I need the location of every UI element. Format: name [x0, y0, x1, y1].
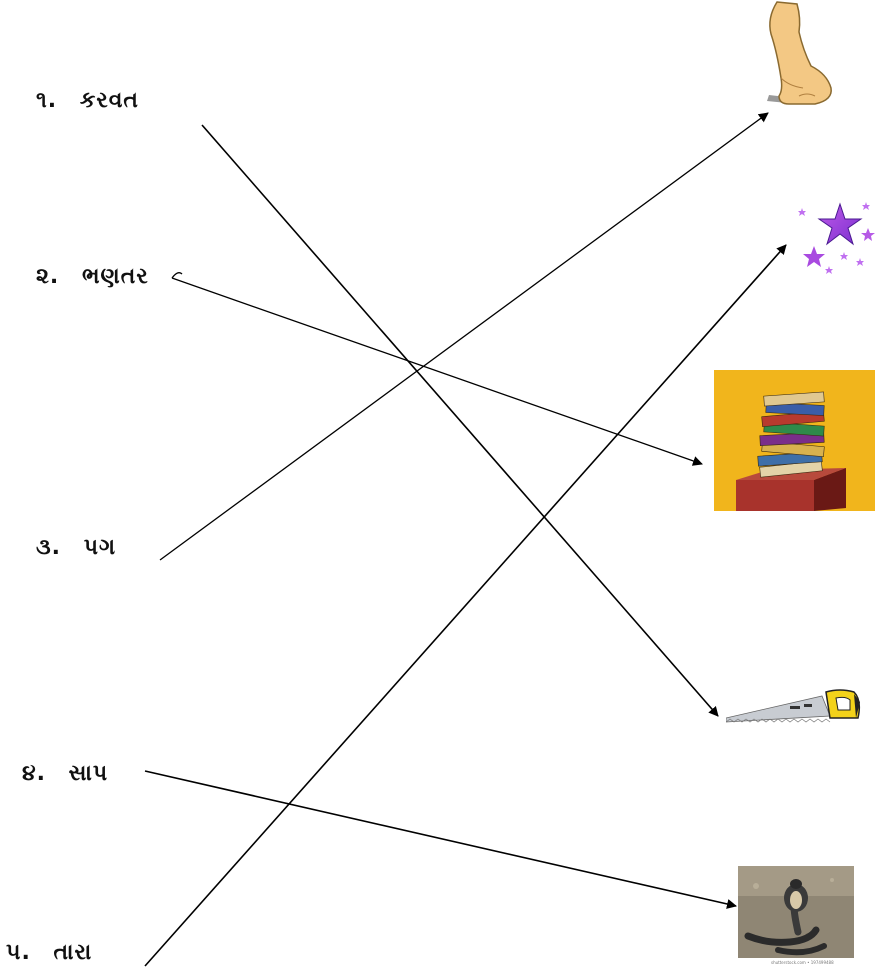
word-text: તારા — [53, 940, 93, 965]
word-number: ૫. — [6, 940, 31, 965]
word-item-3: ૩. પગ — [36, 535, 116, 560]
arrow-tara-to-stars — [144, 244, 787, 967]
word-item-4: ૪. સાપ — [22, 761, 108, 786]
saw-icon — [726, 689, 861, 723]
word-number: ૩. — [36, 535, 62, 560]
arrow-saap-to-snake — [144, 770, 737, 909]
word-number: ૪. — [22, 761, 46, 786]
arrow-karvat-to-saw — [201, 124, 719, 717]
word-text: પગ — [83, 535, 117, 560]
word-text: ભણતર — [81, 264, 149, 289]
word-item-2: ૨. ભણતર — [36, 264, 149, 289]
snake-image-caption: shutterstock.com • 197499488 — [771, 960, 834, 965]
word-number: ૧. — [36, 88, 58, 113]
arrow-tail-hook — [171, 272, 183, 279]
word-item-1: ૧. કરવત — [36, 88, 139, 113]
foot-icon — [767, 1, 832, 105]
word-number: ૨. — [36, 264, 60, 289]
word-text: કરવત — [79, 88, 140, 113]
books-icon — [714, 370, 875, 511]
word-item-5: ૫. તારા — [6, 940, 92, 965]
word-text: સાપ — [68, 761, 109, 786]
arrow-pag-to-foot — [159, 112, 769, 561]
snake-icon — [738, 866, 854, 958]
arrow-bhantar-to-books — [171, 277, 703, 466]
stars-icon — [798, 202, 875, 274]
